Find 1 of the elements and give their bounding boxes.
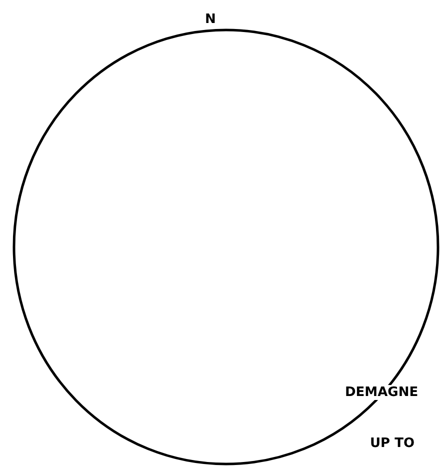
annotation-text: DEMAGNE	[345, 385, 418, 400]
